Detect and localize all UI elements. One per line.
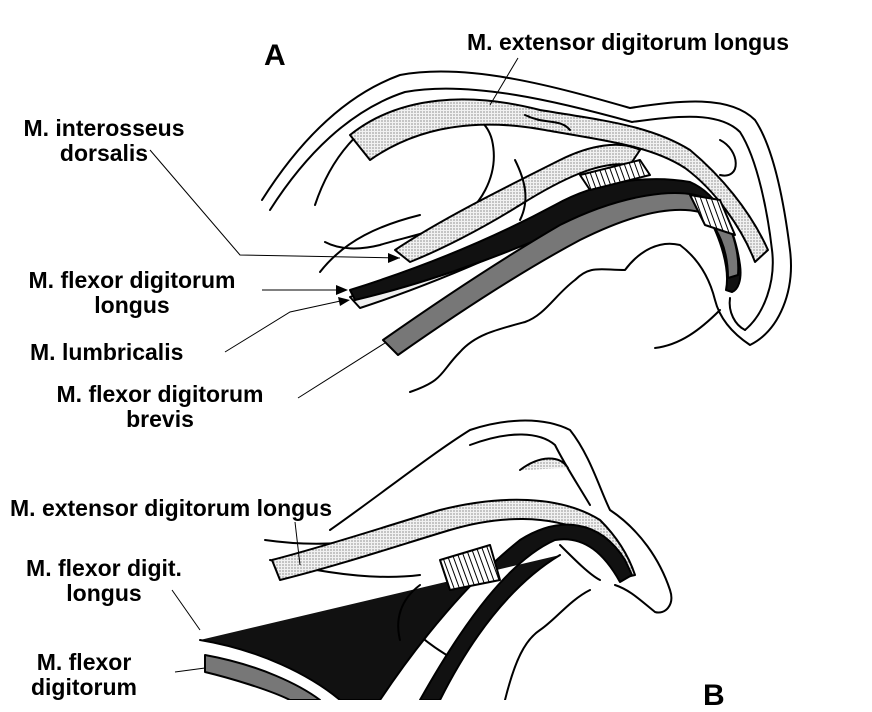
panel-a-letter: A [264,39,286,72]
label-a-extensor-digitorum-longus: M. extensor digitorum longus [467,29,790,55]
label-a-flexor-digitorum-brevis: M. flexor digitorum brevis [32,382,288,432]
toe-b-outline [329,419,673,614]
label-a-lumbricalis: M. lumbricalis [30,339,184,365]
panel-b-drawing [199,419,673,700]
label-b-fdl-line2: longus [66,580,142,606]
toe-a-inner [269,87,774,331]
panel-b-letter: B [703,679,725,712]
label-b-fd-line2: digitorum [30,674,138,700]
label-b-fdl-line1: M. flexor digit. [26,555,182,581]
label-a-flexor-digitorum-longus: M. flexor digitorum longus [4,268,260,318]
label-a-fdb-line2: brevis [126,406,194,432]
toe-a-outline [261,70,792,393]
label-a-interosseus-line1: M. interosseus [23,115,185,141]
label-a-fdl-line2: longus [94,292,170,318]
extensor-tendon-a [349,98,769,263]
label-b-flexor-digit-longus: M. flexor digit. longus [8,556,200,606]
panel-a-arrowheads [336,253,400,306]
panel-a-drawing [261,70,792,393]
label-b-flexor-digitorum: M. flexor digitorum [14,650,154,700]
extensor-tendon-b [271,498,636,581]
label-a-fdb-line1: M. flexor digitorum [56,381,264,407]
label-a-interosseus-line2: dorsalis [59,140,149,166]
panel-a-leaders [149,57,519,399]
panel-b-leaders [171,521,301,673]
label-a-interosseus-dorsalis: M. interosseus dorsalis [4,116,204,166]
label-a-fdl-line1: M. flexor digitorum [28,267,236,293]
label-b-fd-line1: M. flexor [36,649,132,675]
label-b-extensor-digitorum-longus: M. extensor digitorum longus [10,495,333,521]
